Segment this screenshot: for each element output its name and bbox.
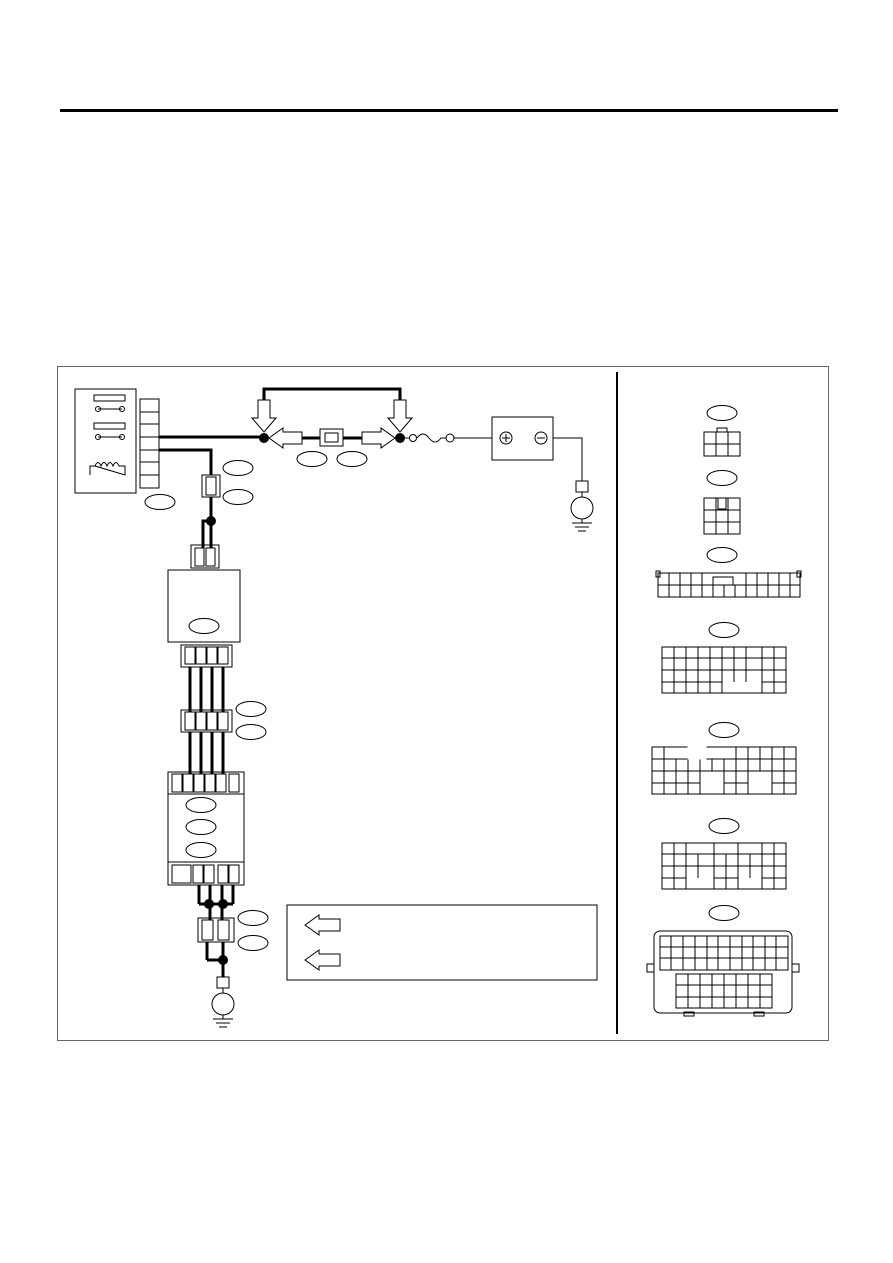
fuse [319,428,344,447]
ref-oval [185,842,217,858]
wire-top-loop [262,387,402,410]
battery-negative-icon [534,431,548,445]
ref-oval [237,935,269,951]
ref-oval [235,701,267,717]
connector-view-3 [655,547,802,598]
ref-oval [296,451,328,467]
control-module-2 [167,771,245,886]
wire-to-inline-connector [159,448,213,475]
ref-oval [237,910,269,926]
connector-view-5 [651,722,797,795]
battery-positive-icon [499,431,513,445]
ref-oval [222,460,254,476]
control-module-1 [167,569,241,668]
junction [218,899,228,909]
ref-oval [222,489,254,505]
ref-oval [235,724,267,740]
ref-oval [336,451,368,467]
connector-view-2 [703,470,741,535]
legend-box [286,904,598,981]
ref-oval [185,797,217,813]
battery [491,416,554,461]
connector-view-1 [703,405,741,457]
ground-icon [570,480,594,532]
connector-view-6 [661,818,787,890]
measure-arrow-right [386,399,414,433]
measure-arrow-left-pointing [268,427,303,449]
ground-icon [211,976,235,1028]
wiring-diagram-frame [57,366,829,1041]
ref-oval [185,819,217,835]
relay-unit [74,388,176,510]
inline-connector-1 [201,474,221,498]
junction [218,955,228,965]
measure-arrow-right-pointing [361,427,396,449]
inline-connector-2 [180,709,233,733]
header-rule [60,109,838,112]
measure-arrow-left [250,399,278,433]
ref-oval [144,494,176,510]
connector-view-4 [661,622,787,694]
junction [259,433,269,443]
junction [204,899,214,909]
inline-connector-3 [197,917,235,943]
legend-arrow-icon [304,949,341,971]
legend-arrow-icon [304,914,341,936]
connector-view-7 [646,905,800,1017]
ref-oval [188,618,220,634]
